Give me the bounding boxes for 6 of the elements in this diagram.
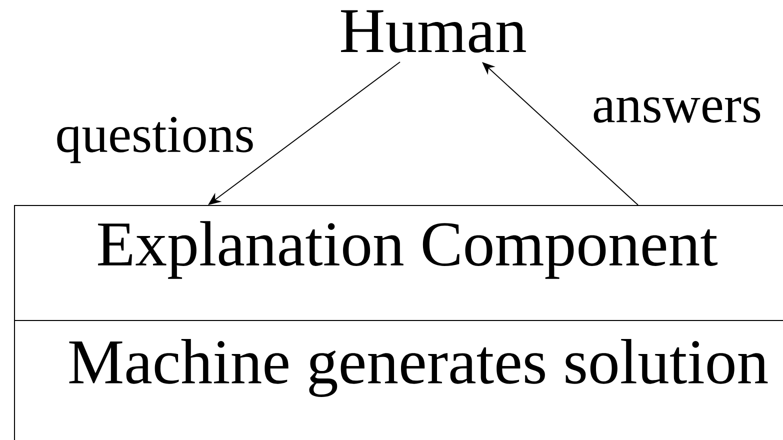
edge-label: questions [57,116,253,164]
human-label: Human [341,10,526,53]
edge-label: answers [594,97,760,123]
component-box: Explanation Component [14,205,783,321]
component-box: Machine generates solution [14,320,783,440]
arrow [482,62,638,206]
